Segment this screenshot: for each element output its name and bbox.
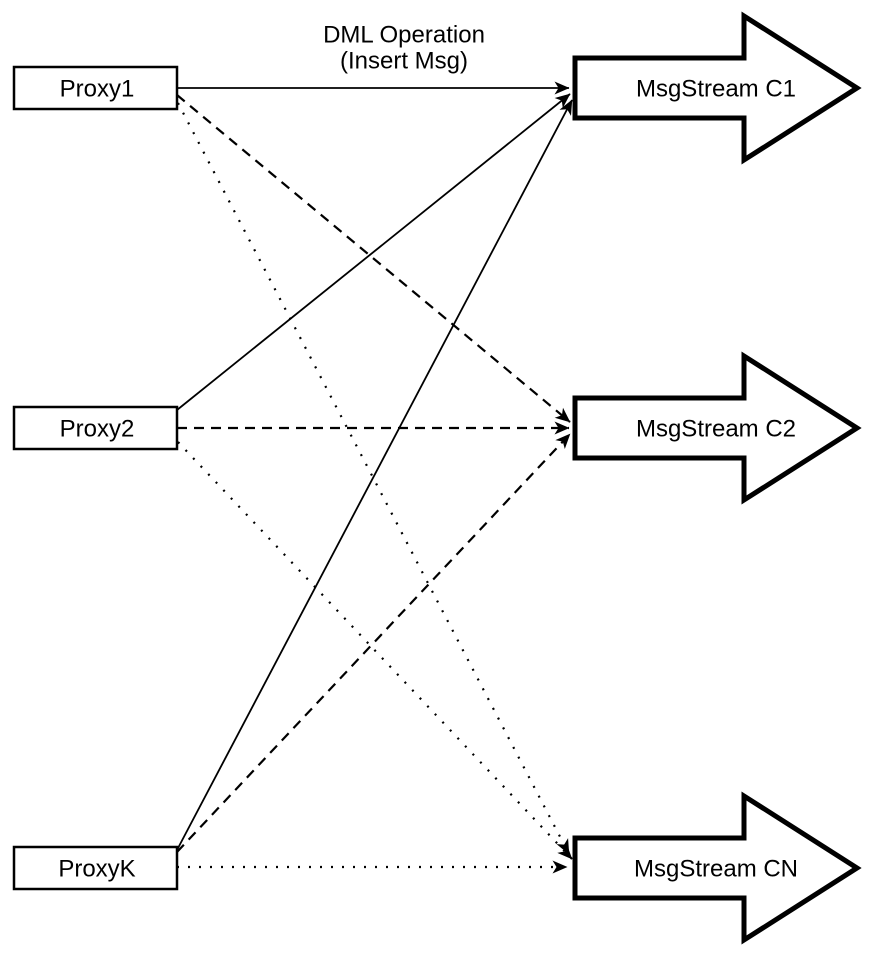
msgstream-cn-label: MsgStream CN bbox=[634, 856, 798, 883]
msgstream-cn-node: MsgStream CN bbox=[572, 791, 862, 945]
msgstream-c2-node: MsgStream C2 bbox=[572, 351, 862, 505]
msgstream-cn-block-arrow-icon bbox=[572, 791, 862, 945]
proxy2-box bbox=[12, 405, 179, 451]
edge-proxy1-msgstream-cn bbox=[177, 102, 570, 855]
edge-proxy2-msgstream-cn bbox=[177, 441, 573, 860]
proxyk-box bbox=[12, 845, 179, 891]
proxy2-node: Proxy2 bbox=[12, 405, 179, 451]
msgstream-c1-node: MsgStream C1 bbox=[572, 11, 862, 165]
msgstream-c2-label: MsgStream C2 bbox=[636, 416, 796, 443]
msgstream-c1-label: MsgStream C1 bbox=[636, 76, 796, 103]
proxyk-node: ProxyK bbox=[12, 845, 179, 891]
proxy1-box bbox=[12, 65, 179, 111]
edges bbox=[176, 81, 573, 874]
dml-operation-label-line2: (Insert Msg) bbox=[340, 48, 468, 75]
msgstream-c1-block-arrow-icon bbox=[572, 11, 862, 165]
edge-label-dml-operation: DML Operation (Insert Msg) bbox=[323, 22, 485, 75]
edge-proxy2-msgstream-c1 bbox=[176, 93, 571, 411]
edge-proxyk-msgstream-c1 bbox=[176, 99, 573, 851]
proxy1-label: Proxy1 bbox=[60, 76, 135, 103]
dml-operation-label-line1: DML Operation bbox=[323, 22, 485, 49]
edge-proxy1-msgstream-c2 bbox=[176, 94, 571, 423]
msgstream-c2-block-arrow-icon bbox=[572, 351, 862, 505]
proxy1-node: Proxy1 bbox=[12, 65, 179, 111]
proxy2-label: Proxy2 bbox=[60, 416, 135, 443]
edge-proxyk-msgstream-c2 bbox=[176, 433, 571, 853]
proxyk-label: ProxyK bbox=[58, 856, 135, 883]
